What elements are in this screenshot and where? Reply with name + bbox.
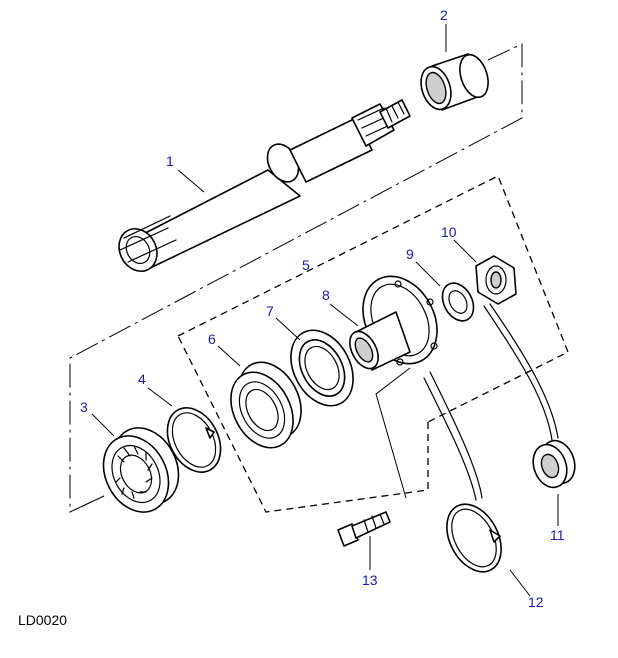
flange-assembly-boundary [177,175,569,513]
part-oil-seal [230,361,302,449]
callout-10: 10 [441,224,457,240]
callout-13: 13 [362,572,378,588]
part-nut [475,255,517,305]
callout-7: 7 [266,303,274,319]
callout-1: 1 [166,153,174,169]
part-dust-shield [290,329,354,407]
part-retaining-ring [446,503,502,573]
callout-3: 3 [80,399,88,415]
part-bolt [337,511,391,547]
part-bearing [102,427,180,513]
part-sleeve [420,53,489,111]
callout-2: 2 [440,7,448,23]
part-washer [441,282,475,322]
callout-8: 8 [322,287,330,303]
callout-labels: 1 2 3 4 5 6 7 8 9 10 11 12 13 [80,7,565,610]
callout-4: 4 [138,371,146,387]
callout-5: 5 [302,257,310,273]
callout-9: 9 [406,246,414,262]
part-spacer [532,439,576,489]
part-shaft [118,99,411,272]
callout-12: 12 [528,594,544,610]
shaft-assembly-boundary [69,43,523,513]
installation-paths [375,303,559,501]
diagram-reference-code: LD0020 [18,612,67,628]
leader-lines [91,24,559,597]
part-drive-flange [349,275,438,371]
part-circlip [166,407,222,473]
callout-11: 11 [550,527,565,543]
callout-6: 6 [208,331,216,347]
